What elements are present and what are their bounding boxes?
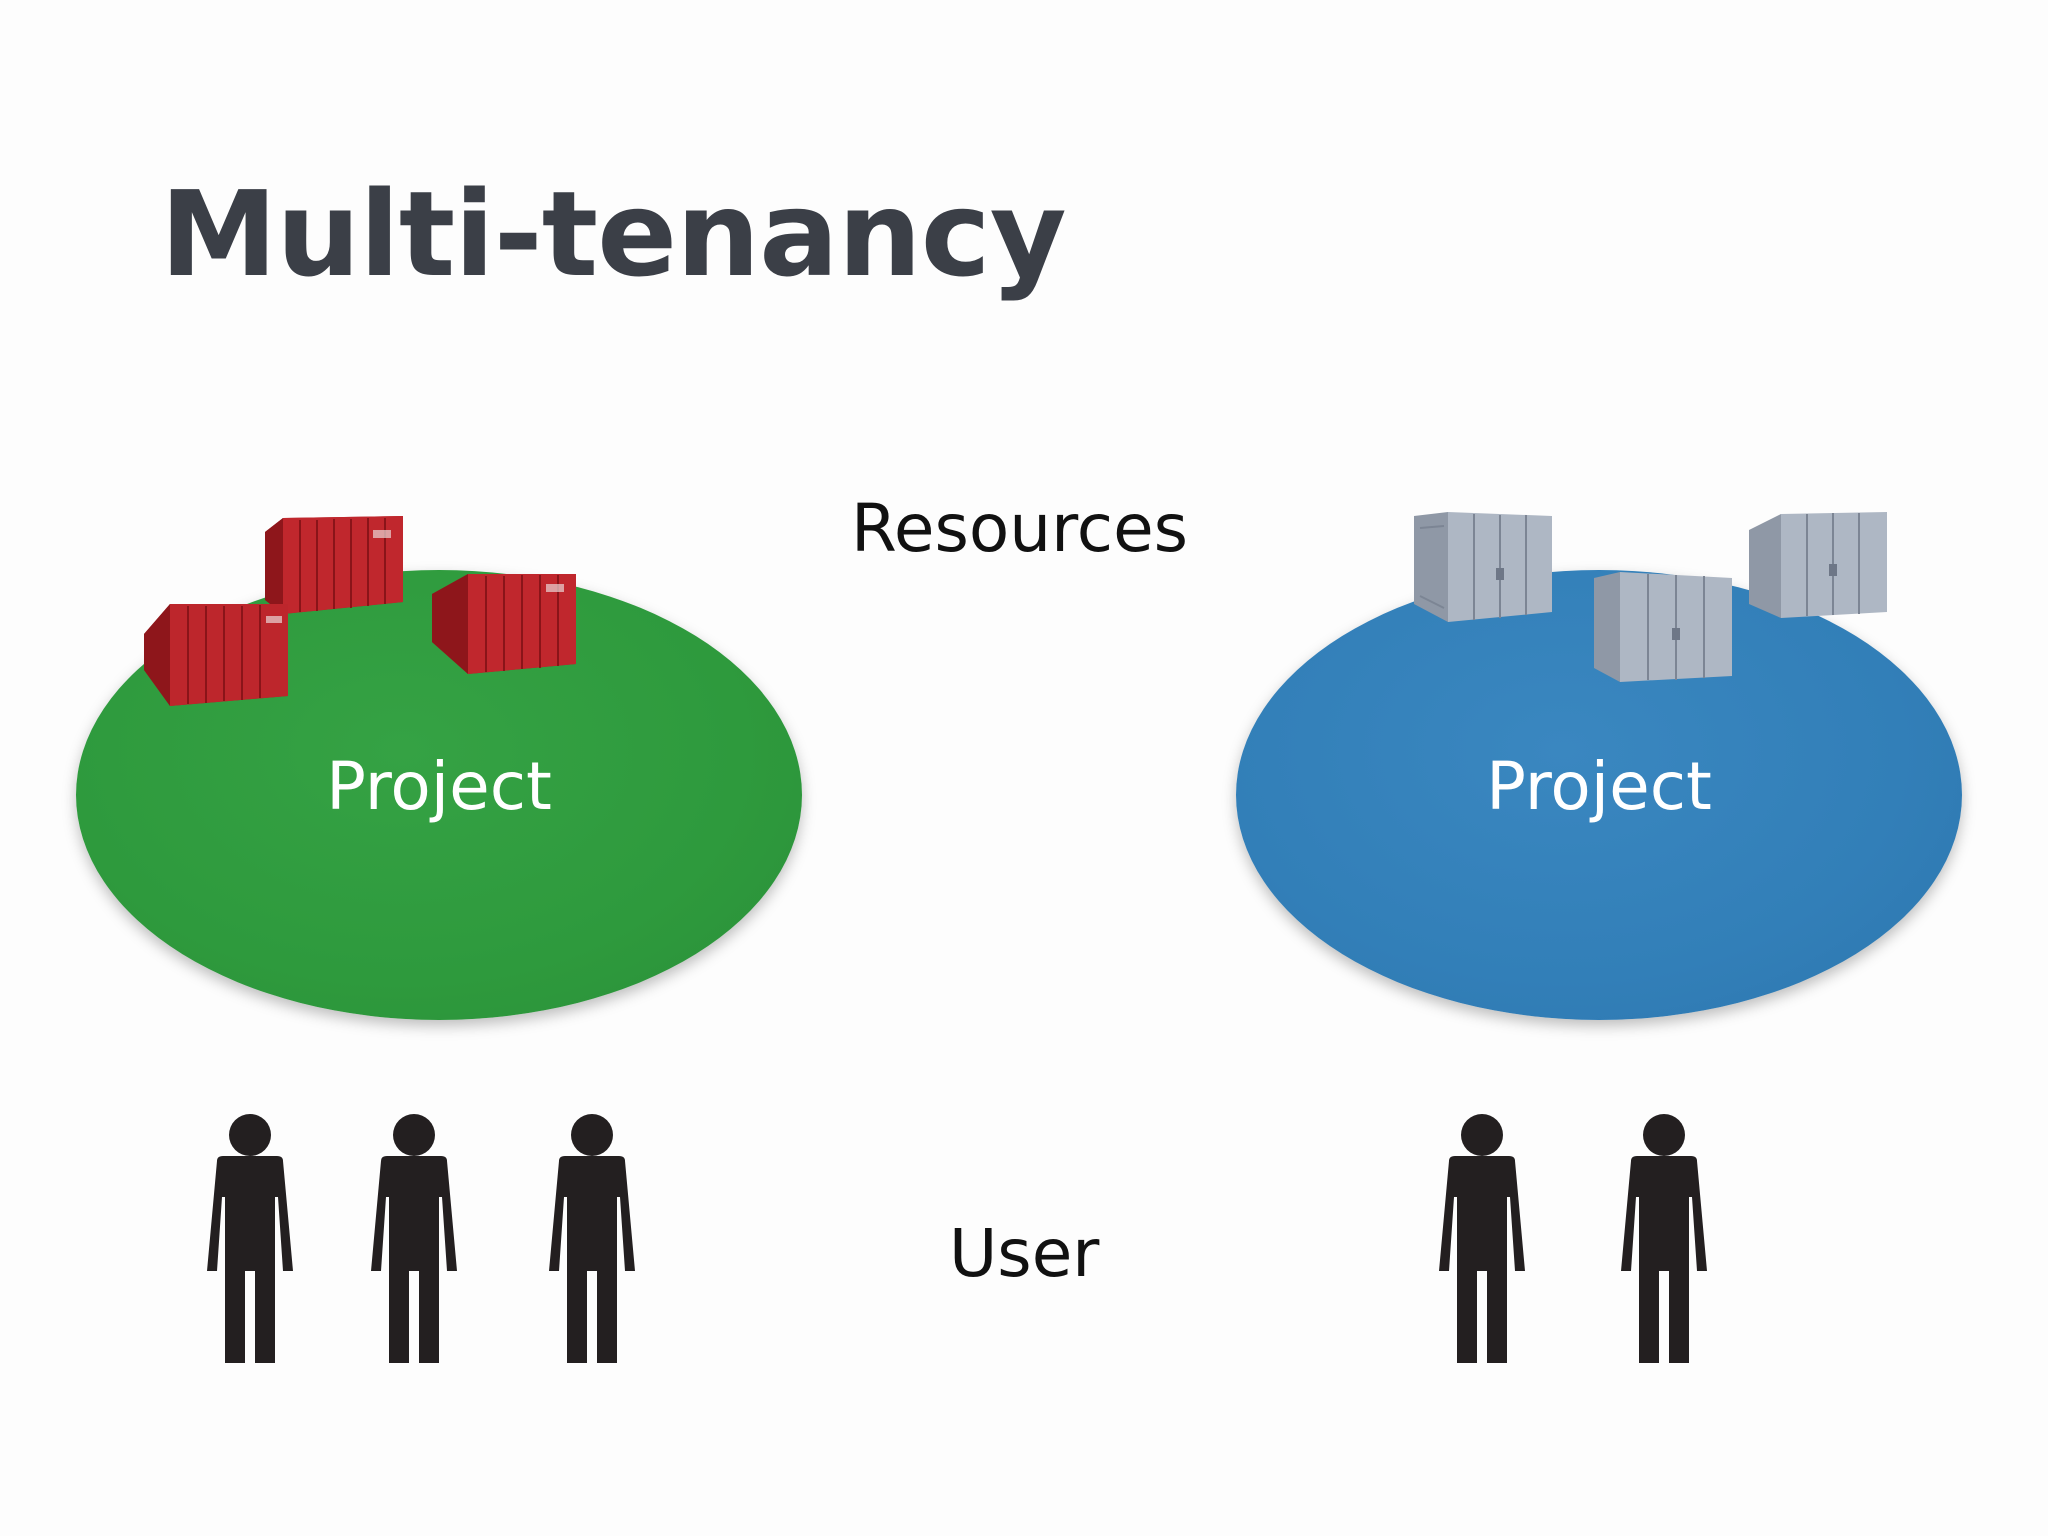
shipping-container-icon: [1749, 512, 1887, 618]
project-label: Project: [1486, 748, 1712, 825]
project-label: Project: [326, 748, 552, 825]
person-icon: [371, 1114, 457, 1363]
person-icon: [207, 1114, 293, 1363]
shipping-container-icon: [265, 516, 403, 614]
person-icon: [1439, 1114, 1525, 1363]
shipping-container-icon: [432, 574, 576, 674]
user-label: User: [949, 1215, 1100, 1292]
resources-label: Resources: [851, 490, 1189, 567]
person-icon: [1621, 1114, 1707, 1363]
person-icon: [549, 1114, 635, 1363]
project-ellipse-blue: Project: [1236, 570, 1962, 1020]
slide-title: Multi-tenancy: [160, 165, 1067, 303]
shipping-container-icon: [1414, 512, 1552, 622]
shipping-container-icon: [1594, 572, 1732, 682]
shipping-container-icon: [144, 604, 288, 706]
